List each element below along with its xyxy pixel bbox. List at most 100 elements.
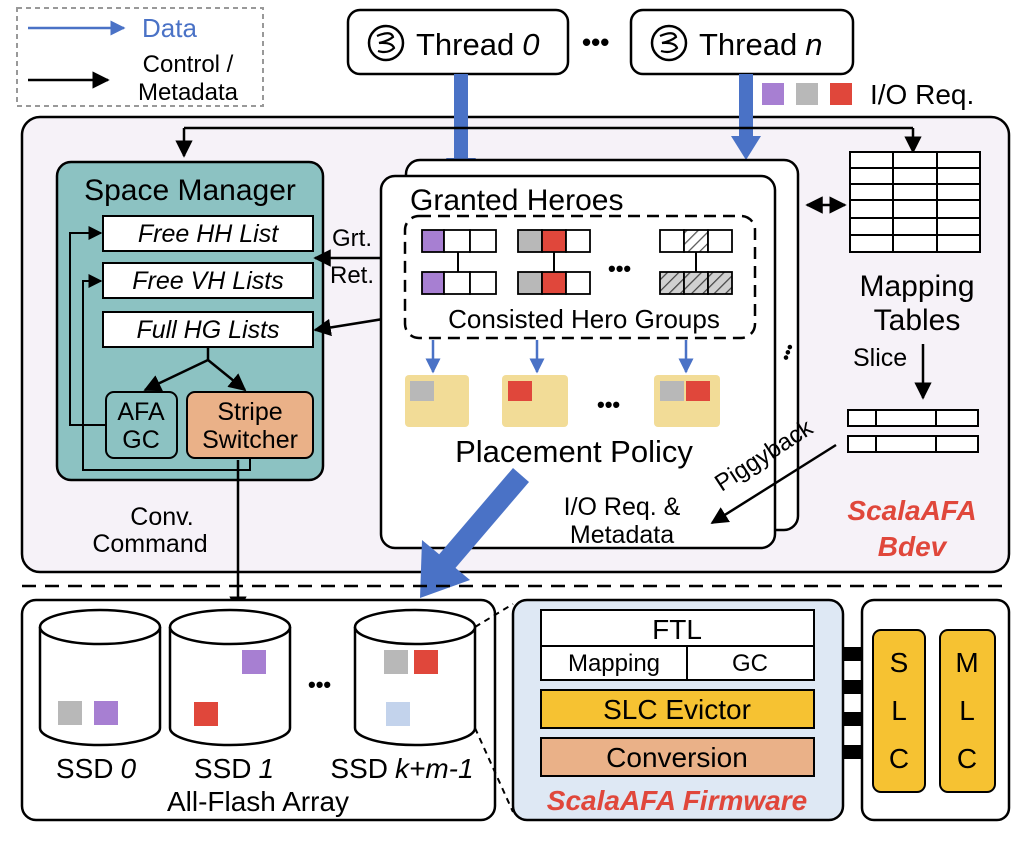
ftl-mapping-label: Mapping [568, 650, 660, 677]
mapping-tables-label-line1: Mapping [859, 270, 974, 303]
placement-slot-2 [502, 375, 568, 427]
thread-n-icon [650, 24, 688, 62]
hero-group-3 [659, 229, 733, 295]
conversion-label: Conversion [606, 742, 748, 773]
zoom-line-bottom [474, 727, 514, 813]
hero-groups-ellipsis: ••• [608, 256, 631, 281]
conv-command-label-line1: Conv. [130, 503, 193, 531]
legend: Data Control / Metadata [16, 7, 264, 107]
slc-chip-letter-3: C [889, 743, 909, 774]
hero-group-2 [517, 229, 591, 295]
grant-label: Grt. [332, 225, 372, 252]
conv-command-label-line2: Command [92, 530, 207, 558]
ssd-k-m-1-index: k+m-1 [395, 753, 474, 784]
mapping-tables: Mapping Tables Slice Piggyback [710, 151, 981, 525]
mlc-chip [939, 629, 996, 793]
return-label: Ret. [330, 262, 374, 289]
firmware-name: ScalaAFA Firmware [547, 785, 807, 816]
consisted-hero-groups-label: Consisted Hero Groups [448, 304, 720, 334]
ssd-k-m-1-label: SSD [330, 753, 388, 784]
slc-evictor-box [540, 689, 815, 729]
arrow-to-afa-gc [143, 358, 209, 392]
placement-ellipsis: ••• [597, 392, 620, 417]
ftl-mapping-box [540, 645, 688, 681]
conversion-box [540, 737, 815, 777]
granted-heroes-panel: Granted Heroes ••• [379, 174, 777, 550]
space-manager: Space Manager Free HH List Free VH Lists… [55, 160, 325, 482]
legend-control-label: Control / [143, 51, 234, 78]
afa-gc-feedback-loop [69, 226, 106, 426]
afa-gc-label-line2: GC [122, 426, 160, 454]
flash-package: S L C M L C [860, 598, 1011, 822]
ftl-label: FTL [652, 614, 702, 645]
free-hh-list [102, 215, 314, 252]
space-manager-title: Space Manager [84, 174, 296, 207]
ssd-1-label: SSD [194, 753, 252, 784]
thread-n-data-arrow-head [731, 136, 761, 160]
ssd-0 [38, 608, 162, 747]
thread-0-data-arrow-shaft [454, 74, 468, 160]
thread-n-index: n [805, 27, 822, 62]
thread-0-label: Thread [416, 27, 514, 62]
io-req-legend: I/O Req. [762, 79, 974, 110]
stripe-switcher-label-line2: Switcher [202, 426, 298, 454]
ftl-gc-box [686, 645, 815, 681]
placement-slot-3 [654, 375, 720, 427]
io-req-label: I/O Req. [870, 79, 974, 110]
zoom-line-top [474, 603, 514, 628]
full-hg-lists [102, 311, 314, 348]
legend-frame [16, 7, 264, 107]
slice-label: Slice [853, 344, 907, 372]
legend-metadata-label: Metadata [138, 79, 239, 106]
thread-0-index: 0 [522, 27, 539, 62]
all-flash-array-label: All-Flash Array [167, 786, 349, 817]
data-arrow-to-afa [420, 468, 529, 598]
mlc-chip-letter-1: M [955, 647, 978, 678]
scalaafa-firmware: FTL Mapping GC SLC Evictor Conversion Sc… [511, 598, 845, 822]
hero-group-1 [421, 229, 497, 295]
io-req-metadata-label-line1: I/O Req. & [564, 493, 681, 521]
mapping-slice-rows [847, 409, 979, 453]
io-req-metadata-label-line2: Metadata [570, 521, 674, 549]
io-req-swatch-purple [762, 83, 784, 105]
thread-ellipsis: ••• [582, 27, 609, 57]
ssd-k-m-1 [353, 608, 477, 747]
io-req-swatch-gray [796, 83, 818, 105]
slc-chip-letter-2: L [891, 695, 907, 726]
slc-evictor-label: SLC Evictor [603, 694, 751, 725]
stripe-switcher-feedback-loop [82, 274, 251, 471]
scalaafa-bdev-name-line2: Bdev [878, 531, 948, 562]
ftl-gc-label: GC [732, 650, 768, 677]
afa-gc-label-line1: AFA [117, 398, 165, 426]
ssd-0-index: 0 [121, 753, 137, 784]
arrow-to-stripe-switcher [207, 359, 247, 392]
granted-heroes-stack-ellipsis: ••• [778, 341, 800, 363]
thread-n-data-arrow-shaft [739, 74, 753, 138]
slc-chip [872, 629, 926, 793]
ssd-0-label: SSD [56, 753, 114, 784]
granted-heroes-title: Granted Heroes [410, 184, 623, 217]
placement-slot-1 [405, 375, 469, 427]
ssd-1 [168, 608, 292, 747]
free-vh-lists-label: Free VH Lists [132, 267, 283, 295]
slc-chip-letter-1: S [890, 647, 909, 678]
mlc-chip-letter-3: C [957, 743, 977, 774]
piggyback-arrow [710, 443, 837, 525]
legend-data-label: Data [142, 13, 197, 43]
consisted-hero-groups-label-bg [422, 302, 746, 332]
thread-n-label: Thread [699, 27, 797, 62]
free-vh-lists [102, 262, 314, 299]
ssd-ellipsis: ••• [308, 672, 331, 697]
placement-policy-label: Placement Policy [455, 434, 693, 469]
scalaafa-bdev-name-line1: ScalaAFA [847, 495, 976, 526]
top-control-path [175, 126, 922, 158]
full-hg-lists-label: Full HG Lists [136, 316, 279, 344]
